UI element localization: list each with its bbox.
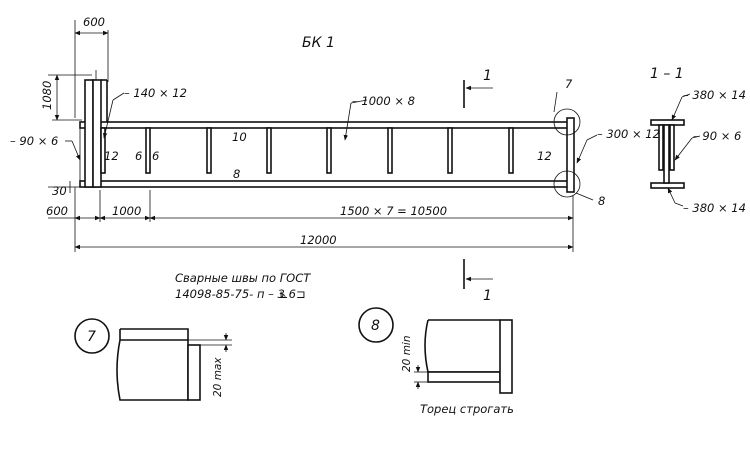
dim-left-30: 30 xyxy=(52,184,67,198)
end-plate-right xyxy=(566,117,575,193)
detail-7-dim: 20 max xyxy=(212,357,224,397)
drawing-title: БК 1 xyxy=(302,35,335,51)
detail-8-circle xyxy=(358,307,394,343)
dim-bottom-600: 600 xyxy=(46,204,68,218)
label-flange-380-top: – 380 × 14 xyxy=(683,88,746,102)
dim-left-1080: 1080 xyxy=(40,81,54,110)
leaders xyxy=(65,91,598,201)
callout-label-7: 7 xyxy=(565,77,573,91)
label-plate-1000: – 1000 × 8 xyxy=(352,94,415,108)
detail-8-drawing xyxy=(414,319,513,394)
bottom-flange xyxy=(79,180,572,188)
weld-label-8: 8 xyxy=(233,167,240,181)
dimension-lines xyxy=(48,20,574,252)
section-number-bottom: 1 xyxy=(483,288,492,304)
top-flange xyxy=(79,121,572,129)
stiffeners xyxy=(100,127,514,174)
dim-total: 12000 xyxy=(300,233,337,247)
callout-circle-8 xyxy=(553,170,581,198)
section-title: 1 – 1 xyxy=(650,66,684,82)
callout-circle-7 xyxy=(553,108,581,136)
label-plate-300: – 300 × 12 xyxy=(597,127,660,141)
weld-label-10: 10 xyxy=(232,130,247,144)
detail-8-dim: 20 min xyxy=(401,336,413,373)
label-rib-90-right: – 90 × 6 xyxy=(693,129,741,143)
label-plate-140: – 140 × 12 xyxy=(124,86,187,100)
detail-7-drawing xyxy=(116,328,232,401)
label-plate-90-left: – 90 × 6 xyxy=(10,134,58,148)
detail-7-number: 7 xyxy=(87,329,96,345)
weld-label-6a: 6 xyxy=(135,149,142,163)
dim-bottom-spacing: 1500 × 7 = 10500 xyxy=(340,204,447,218)
callout-label-8: 8 xyxy=(598,194,605,208)
section-1-1 xyxy=(650,93,701,207)
section-number-top: 1 xyxy=(483,68,492,84)
detail-7-circle xyxy=(74,318,110,354)
dim-bottom-1000: 1000 xyxy=(112,204,141,218)
weld-label-6b: 6 xyxy=(152,149,159,163)
note-line-2: 14098-85-75- п – 3 xyxy=(175,287,285,301)
dim-top-600: 600 xyxy=(83,15,105,29)
weld-label-12-left: 12 xyxy=(104,149,119,163)
section-mark-bottom xyxy=(463,259,493,289)
support-plate-left xyxy=(84,79,94,188)
label-flange-380-bottom: – 380 × 14 xyxy=(683,201,746,215)
detail-8-caption: Торец строгать xyxy=(420,402,514,416)
beam-elevation xyxy=(79,70,575,193)
note-weld-symbol: ⊾6⊐ xyxy=(279,287,306,301)
section-mark-top xyxy=(463,80,493,108)
detail-8-number: 8 xyxy=(371,318,380,334)
support-rib-left xyxy=(92,79,102,188)
weld-label-12-right: 12 xyxy=(537,149,552,163)
note-line-1: Сварные швы по ГОСТ xyxy=(175,271,311,285)
